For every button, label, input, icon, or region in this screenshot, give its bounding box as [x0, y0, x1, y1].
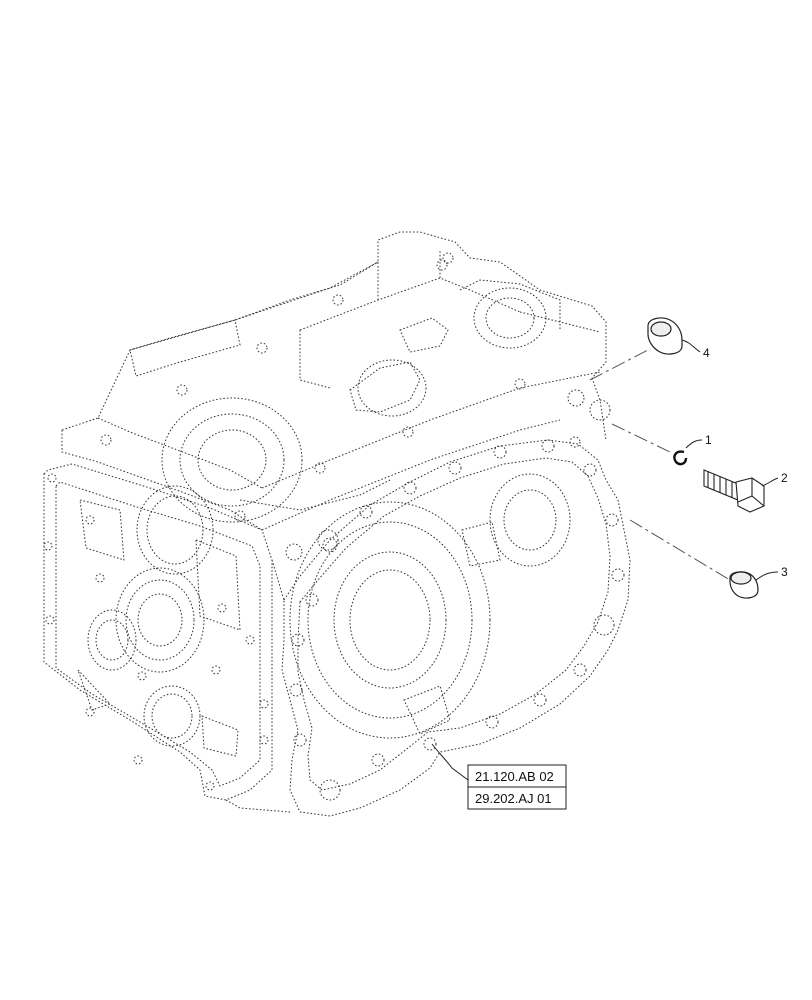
explosion-lines — [589, 349, 731, 581]
callout-3-leader — [755, 571, 779, 581]
callout-1-leader — [685, 439, 703, 449]
reference-label-2: 29.202.AJ 01 — [475, 791, 552, 806]
reference-box: 21.120.AB 02 29.202.AJ 01 — [467, 764, 567, 810]
transmission-housing — [43, 231, 631, 817]
part-3-plug — [729, 571, 759, 599]
callout-4-leader — [681, 339, 701, 353]
callout-1: 1 — [705, 433, 712, 447]
callout-4: 4 — [703, 346, 710, 360]
reference-label-1: 21.120.AB 02 — [475, 769, 554, 784]
part-1-snap-ring — [673, 450, 688, 466]
callout-2-leader — [761, 477, 779, 487]
part-4-cap — [647, 317, 683, 355]
reference-leader — [431, 743, 469, 781]
part-2-bolt — [703, 469, 765, 513]
callout-3: 3 — [781, 565, 788, 579]
callout-2: 2 — [781, 471, 788, 485]
